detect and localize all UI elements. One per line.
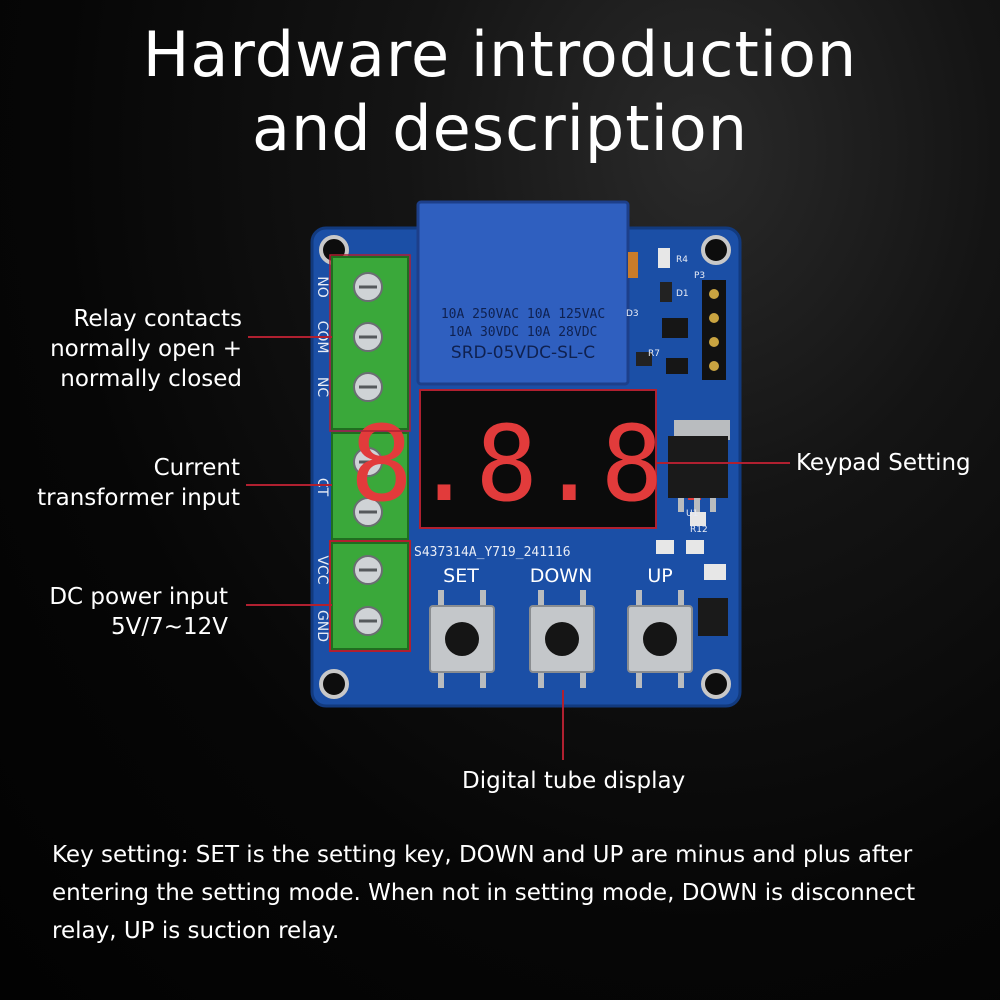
digital-tube-display: 8.8.8. [350, 389, 726, 529]
keypad-setting-label: Keypad Setting [796, 450, 971, 476]
terminal-label-no: NO [314, 276, 330, 298]
svg-text:R4: R4 [676, 255, 688, 265]
svg-text:D3: D3 [626, 309, 639, 319]
relay-model: SRD-05VDC-SL-C [451, 343, 595, 363]
svg-text:P3: P3 [694, 271, 705, 281]
svg-text:U1: U1 [686, 509, 698, 519]
relay-rating-2: 10A 30VDC 10A 28VDC [449, 325, 598, 340]
relay-contacts-label: Relay contacts normally open + normally … [50, 306, 242, 392]
terminal-label-gnd: GND [314, 610, 330, 642]
silkscreen-labels: R4 P3 D1 D3 R7 U1 R12 [626, 255, 708, 535]
button-label-up: UP [647, 565, 672, 587]
power-terminal-highlight [329, 540, 411, 652]
down-button [529, 590, 595, 688]
svg-text:R12: R12 [690, 525, 708, 535]
smd-components [628, 248, 728, 636]
current-transformer-label: Current transformer input [37, 455, 240, 511]
display-leader-line [562, 690, 564, 760]
relay-terminal-highlight [329, 254, 411, 432]
button-label-down: DOWN [530, 565, 593, 587]
tactile-buttons [429, 590, 693, 688]
button-labels: SET DOWN UP [443, 565, 673, 587]
mounting-holes [319, 235, 731, 699]
set-button [429, 590, 495, 688]
page-title: Hardware introduction and description [0, 18, 1000, 166]
keypad-leader-line [656, 462, 790, 464]
button-label-set: SET [443, 565, 479, 587]
dc-power-label: DC power input 5V/7~12V [49, 584, 228, 640]
terminal-silk-labels: NO COM NC CT VCC GND [314, 276, 330, 642]
terminal-label-vcc: VCC [314, 555, 330, 584]
digital-tube-display-label: Digital tube display [462, 768, 686, 794]
display-digits: 8.8.8. [350, 403, 726, 525]
ct-leader-line [246, 484, 332, 486]
relay: 10A 250VAC 10A 125VAC 10A 30VDC 10A 28VD… [416, 200, 630, 386]
power-leader-line [246, 604, 332, 606]
pin-header-p3 [702, 280, 726, 380]
board-serial: S437314A_Y719_241116 [414, 545, 571, 560]
key-setting-note: Key setting: SET is the setting key, DOW… [52, 842, 916, 944]
relay-leader-line [248, 336, 332, 338]
relay-rating-1: 10A 250VAC 10A 125VAC [441, 307, 605, 322]
up-button [627, 590, 693, 688]
svg-text:D1: D1 [676, 289, 689, 299]
terminal-blocks [331, 256, 409, 650]
svg-text:R7: R7 [648, 349, 660, 359]
screw-slots [359, 285, 377, 623]
terminal-label-nc: NC [314, 377, 330, 397]
title-line-1: Hardware introduction [142, 18, 858, 91]
terminal-label-ct: CT [314, 478, 330, 497]
voltage-regulator [668, 420, 730, 512]
title-line-2: and description [251, 92, 749, 165]
